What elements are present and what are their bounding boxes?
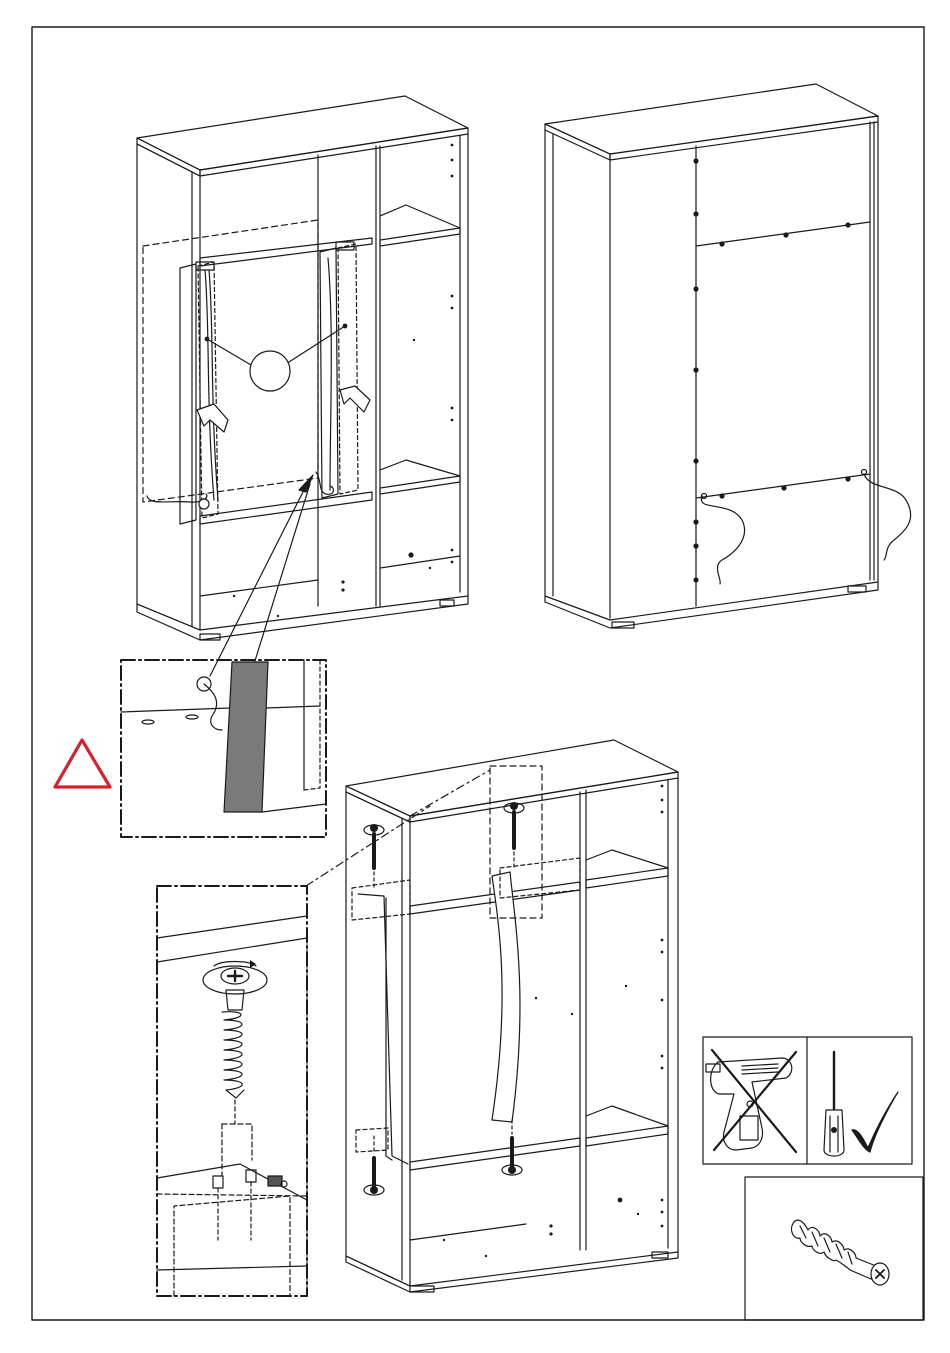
screw-top-center — [504, 802, 524, 870]
cabinet-screw-figure — [306, 740, 678, 1292]
cable-detail-figure — [121, 660, 326, 837]
warning-triangle-icon — [55, 740, 110, 787]
power-cable-left — [701, 496, 744, 584]
led-strip-installed — [492, 872, 520, 1122]
glass-edge-panel — [224, 662, 268, 812]
screw-bottom-left — [364, 1136, 384, 1195]
cable-left — [147, 494, 207, 502]
detail-pointer-arrow — [299, 475, 313, 492]
light-source-icon — [250, 351, 290, 391]
insert-arrow-left — [197, 404, 228, 432]
hardware-panel — [745, 1177, 923, 1320]
checkmark-icon — [852, 1092, 898, 1152]
cabinet-front-figure — [137, 96, 468, 676]
screw-bottom-center — [502, 1120, 522, 1175]
insert-arrow-right — [340, 386, 370, 412]
screw-detail-figure — [157, 886, 307, 1296]
screw-top-left — [364, 824, 384, 890]
led-strip-left — [180, 262, 218, 524]
cable-right — [316, 472, 333, 494]
screw-thread — [222, 990, 244, 1098]
led-strip-right — [320, 242, 358, 498]
screwdriver-icon — [824, 1052, 844, 1156]
cable-clips — [693, 158, 850, 582]
power-cable-right — [864, 474, 911, 560]
cabinet-back-figure — [545, 84, 911, 628]
screw-icon — [792, 1220, 889, 1285]
page-border — [32, 27, 924, 1320]
tools-panel — [703, 1037, 912, 1164]
